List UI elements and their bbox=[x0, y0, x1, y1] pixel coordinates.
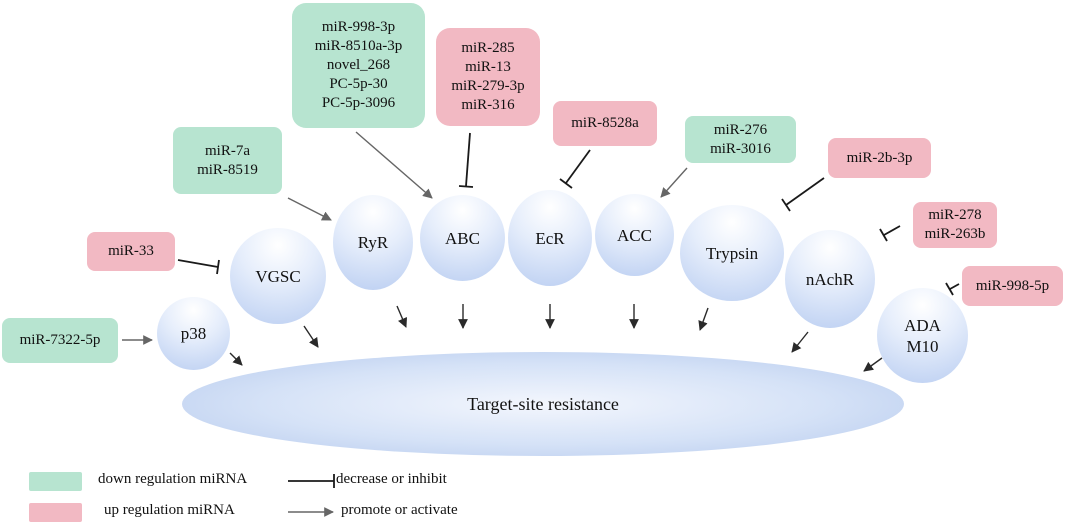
mirna-box-vgsc: miR-33 bbox=[87, 232, 175, 271]
legend-inhibit-label: decrease or inhibit bbox=[336, 471, 447, 487]
node-nachr-label: nAchR bbox=[805, 269, 855, 289]
target-site-resistance-ellipse: Target-site resistance bbox=[182, 352, 904, 456]
mirna-label: miR-285 bbox=[461, 40, 515, 56]
promote-mir276-acc bbox=[660, 167, 688, 198]
node-trypsin: Trypsin bbox=[680, 205, 784, 301]
mirna-label: miR-998-3p bbox=[321, 19, 396, 35]
mirna-label: miR-316 bbox=[461, 97, 515, 113]
mirna-label: miR-2b-3p bbox=[846, 149, 913, 166]
mirna-box-acc: miR-276 miR-3016 bbox=[685, 116, 796, 163]
arrow-vgsc-to-resistance bbox=[303, 325, 319, 348]
mirna-label: PC-5p-30 bbox=[329, 76, 388, 92]
mirna-label: miR-8528a bbox=[571, 115, 639, 131]
legend-inhibit-line bbox=[288, 474, 335, 488]
node-trypsin-label: Trypsin bbox=[705, 243, 759, 263]
node-nachr: nAchR bbox=[785, 230, 875, 328]
mirna-box-abc-down: miR-998-3p miR-8510a-3p novel_268 PC-5p-… bbox=[292, 3, 425, 128]
mirna-label: miR-7322-5p bbox=[19, 332, 101, 348]
node-abc-label: ABC bbox=[445, 228, 480, 248]
node-p38: p38 bbox=[157, 297, 230, 370]
mirna-label: novel_268 bbox=[326, 57, 391, 73]
node-abc: ABC bbox=[420, 195, 505, 281]
mirna-label: miR-263b bbox=[924, 226, 986, 242]
arrow-ryr-to-resistance bbox=[396, 305, 408, 328]
node-vgsc-label: VGSC bbox=[255, 266, 301, 286]
target-site-resistance-label: Target-site resistance bbox=[467, 393, 619, 414]
mirna-box-abc-up: miR-285 miR-13 miR-279-3p miR-316 bbox=[436, 28, 540, 126]
inhibit-mir278-nachr bbox=[879, 225, 901, 242]
mirna-label: miR-276 bbox=[713, 121, 768, 138]
node-p38-label: p38 bbox=[180, 324, 207, 343]
legend-promote-label: promote or activate bbox=[341, 502, 458, 518]
mirna-label: miR-33 bbox=[108, 243, 154, 259]
node-adam10: ADA M10 bbox=[877, 288, 968, 383]
mirna-box-p38: miR-7322-5p bbox=[2, 318, 118, 363]
mirna-box-nachr: miR-278 miR-263b bbox=[913, 202, 997, 248]
mirna-label: miR-279-3p bbox=[451, 78, 525, 94]
legend-down-swatch bbox=[29, 472, 82, 491]
node-adam10-label-line1: ADA bbox=[904, 315, 941, 335]
promote-mir7a-ryr bbox=[287, 197, 332, 221]
node-ecr-label: EcR bbox=[535, 228, 565, 248]
mirna-label: miR-998-5p bbox=[975, 277, 1050, 294]
inhibit-mir33-vgsc bbox=[177, 259, 220, 275]
arrow-trypsin-to-resistance bbox=[698, 307, 709, 331]
mirna-label: PC-5p-3096 bbox=[321, 95, 396, 111]
inhibit-mir2b-trypsin bbox=[781, 177, 825, 212]
arrow-nachr-to-resistance bbox=[791, 331, 809, 353]
mirna-label: miR-7a bbox=[205, 142, 250, 159]
legend-up-label: up regulation miRNA bbox=[104, 502, 235, 518]
inhibit-mir8528a-ecr bbox=[559, 149, 591, 189]
mirna-label: miR-278 bbox=[928, 207, 982, 223]
mirna-label: miR-8519 bbox=[197, 161, 258, 178]
mirna-box-ecr: miR-8528a bbox=[553, 101, 657, 146]
legend-up-swatch bbox=[29, 503, 82, 522]
node-vgsc: VGSC bbox=[230, 228, 326, 324]
promote-abc-down-abc bbox=[355, 131, 433, 199]
mirna-label: miR-13 bbox=[465, 59, 511, 75]
node-ecr: EcR bbox=[508, 190, 592, 286]
inhibit-abc-up-abc bbox=[458, 132, 474, 188]
mirna-box-adam10: miR-998-5p bbox=[962, 266, 1063, 306]
mirna-label: miR-3016 bbox=[710, 140, 771, 157]
node-adam10-label-line2: M10 bbox=[906, 336, 939, 356]
mirna-box-ryr: miR-7a miR-8519 bbox=[173, 127, 282, 194]
node-ryr-label: RyR bbox=[357, 233, 389, 252]
mirna-box-trypsin: miR-2b-3p bbox=[828, 138, 931, 178]
node-acc-label: ACC bbox=[617, 225, 652, 245]
node-acc: ACC bbox=[595, 194, 674, 276]
mirna-label: miR-8510a-3p bbox=[314, 38, 403, 54]
arrow-adam10-to-resistance bbox=[863, 357, 883, 372]
legend-down-label: down regulation miRNA bbox=[98, 471, 248, 487]
inhibit-mir998-5p-adam10 bbox=[945, 282, 960, 296]
node-ryr: RyR bbox=[333, 195, 413, 290]
arrow-p38-to-resistance bbox=[229, 352, 243, 366]
